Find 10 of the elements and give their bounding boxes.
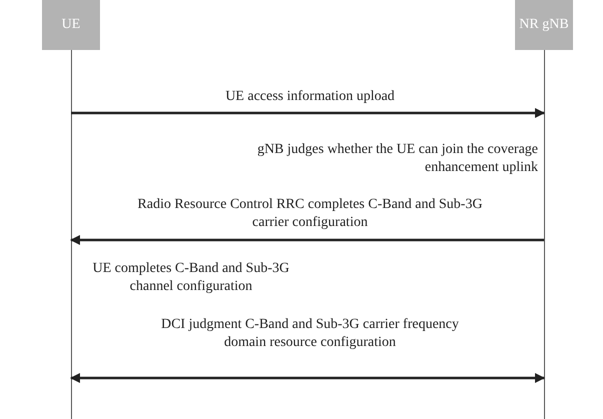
arrow bbox=[71, 108, 545, 118]
participant-box: UE bbox=[42, 0, 100, 50]
message-label: Radio Resource Control RRC completes C-Band and Sub-3G carrier configuration bbox=[136, 196, 484, 232]
message-label: DCI judgment C-Band and Sub-3G carrier frequency domain resource configuration bbox=[160, 316, 460, 352]
message-label: UE access information upload bbox=[224, 88, 396, 106]
note-text: gNB judges whether the UE can join the coverage enhancement uplink bbox=[256, 141, 538, 177]
arrow bbox=[70, 373, 545, 383]
arrow bbox=[70, 235, 544, 245]
participant-box: NR gNB bbox=[515, 0, 573, 50]
note-text: UE completes C-Band and Sub-3G channel configuration bbox=[92, 260, 290, 296]
